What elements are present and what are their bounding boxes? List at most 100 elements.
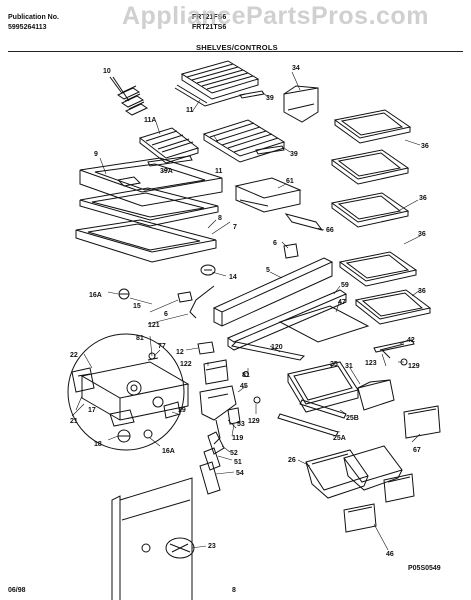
part-36-glass-shelf-1	[333, 109, 412, 144]
label-16a-2: 16A	[162, 448, 175, 455]
label-11-a: 11	[186, 107, 194, 114]
part-26-crisper-pan-a	[305, 449, 369, 499]
label-36-a: 36	[421, 143, 429, 150]
part-81-screw	[243, 371, 249, 377]
label-14: 14	[229, 274, 237, 281]
label-25: 25	[330, 361, 338, 368]
label-129-a: 129	[408, 363, 420, 370]
label-39-a: 39	[266, 95, 274, 102]
part-14-knob	[200, 264, 216, 276]
part-61-deli-drawer	[234, 177, 302, 213]
part-25-drawer-frame	[287, 361, 359, 413]
part-12-switch	[197, 341, 215, 355]
label-25a: 25A	[333, 435, 346, 442]
part-51-duct	[203, 447, 221, 471]
part-54-duct	[199, 461, 221, 495]
part-39-shelf-rail	[239, 90, 265, 99]
part-11-wire-shelf-right	[202, 119, 286, 163]
cabinet-corner	[111, 477, 193, 600]
part-6-bracket-b	[177, 291, 193, 303]
label-31: 31	[345, 363, 353, 370]
part-119-bracket	[227, 407, 241, 425]
label-121: 121	[148, 322, 160, 329]
part-31-crisper-bin	[357, 379, 395, 411]
part-47-panel	[278, 305, 370, 343]
header-rule	[8, 51, 463, 52]
label-21: 21	[70, 418, 78, 425]
part-45-control-housing	[199, 385, 237, 421]
label-59: 59	[341, 282, 349, 289]
label-53: 53	[237, 421, 245, 428]
label-36-b: 36	[419, 195, 427, 202]
label-81-b: 81	[242, 372, 250, 379]
part-39-rail-b	[255, 145, 285, 155]
label-34: 34	[292, 65, 300, 72]
label-15: 15	[133, 303, 141, 310]
label-6-b: 6	[164, 311, 168, 318]
label-7: 7	[233, 224, 237, 231]
part-42-rail	[373, 339, 415, 353]
label-39a: 39A	[160, 168, 173, 175]
label-11-b: 11	[215, 168, 223, 175]
label-6-a: 6	[273, 240, 277, 247]
part-8-glass-panel	[79, 187, 219, 227]
part-10-shelf-clips	[109, 76, 149, 116]
label-67: 67	[413, 447, 421, 454]
label-51: 51	[234, 459, 242, 466]
label-36-d: 36	[418, 288, 426, 295]
label-26: 26	[288, 457, 296, 464]
label-46: 46	[386, 551, 394, 558]
part-36-glass-shelf-4	[338, 251, 418, 287]
part-9-crisper-cover	[79, 157, 223, 207]
label-36-c: 36	[418, 231, 426, 238]
label-81-a: 81	[136, 335, 144, 342]
label-66: 66	[326, 227, 334, 234]
footer-date: 06/98	[8, 587, 26, 594]
publication-label: Publication No.	[8, 14, 59, 21]
part-26-crisper-pan-b	[343, 445, 403, 491]
label-61: 61	[286, 178, 294, 185]
part-34-bin	[283, 85, 319, 123]
part-52-duct	[207, 431, 225, 455]
label-11a: 11A	[144, 117, 156, 124]
model-number-2: FRT21TS6	[192, 24, 227, 31]
label-45: 45	[240, 383, 248, 390]
part-123-clip	[381, 349, 391, 359]
part-11-wire-shelf-left	[138, 127, 200, 164]
label-122: 122	[180, 361, 192, 368]
part-121-tube	[189, 285, 215, 319]
part-11-wire-shelf-upper	[174, 60, 260, 107]
part-59-channel	[226, 289, 348, 351]
part-25a-rail	[277, 413, 339, 437]
label-54: 54	[236, 470, 244, 477]
label-42: 42	[407, 337, 415, 344]
figure-code: P05S0549	[408, 565, 441, 572]
part-66-rail	[284, 213, 324, 231]
label-39-b: 39	[290, 151, 298, 158]
label-17: 17	[88, 407, 96, 414]
label-8: 8	[218, 215, 222, 222]
label-77: 77	[158, 343, 166, 350]
label-129-b: 129	[248, 418, 260, 425]
footer-page-number: 8	[232, 587, 236, 594]
label-9: 9	[94, 151, 98, 158]
section-title: SHELVES/CONTROLS	[196, 43, 278, 52]
label-123: 123	[365, 360, 377, 367]
part-6-bracket-a	[283, 243, 299, 259]
part-36-glass-shelf-2	[330, 149, 410, 185]
label-5: 5	[266, 267, 270, 274]
part-129-screw-b	[253, 396, 261, 404]
part-36-glass-shelf-3	[330, 192, 410, 228]
publication-number: 5995264113	[8, 24, 47, 31]
label-52: 52	[230, 450, 238, 457]
part-46-drawer-front-b	[343, 503, 377, 533]
label-22: 22	[70, 352, 78, 359]
part-67-drawer-front	[403, 405, 441, 439]
label-47: 47	[338, 299, 346, 306]
label-16a: 16A	[89, 292, 102, 299]
part-53-tube	[213, 419, 221, 445]
control-detail-inset	[67, 333, 190, 451]
label-19: 19	[178, 407, 186, 414]
part-23-damper	[141, 537, 195, 559]
